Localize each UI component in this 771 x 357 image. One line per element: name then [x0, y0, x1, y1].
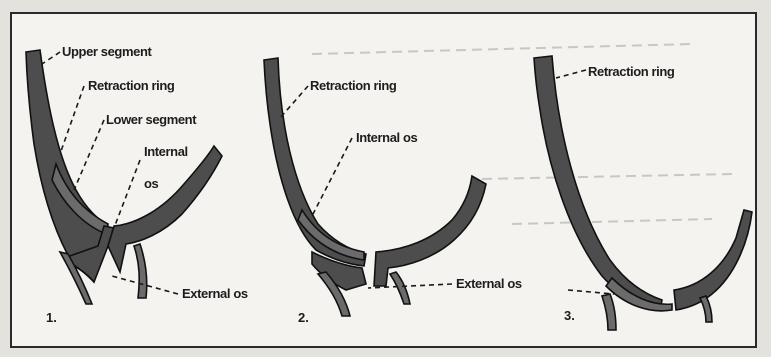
- figure-3: Retraction ring 3.: [534, 56, 752, 330]
- cervical-effacement-diagram: Upper segment Retraction ring Lower segm…: [12, 14, 757, 348]
- vaginal-wall-right: [700, 296, 712, 322]
- leader-upper-segment: [42, 52, 60, 64]
- figure-number-1: 1.: [46, 310, 57, 325]
- right-uterine-wall: [374, 176, 486, 286]
- label-internal-os: Internal os: [356, 130, 418, 145]
- leader-lower-segment: [74, 120, 104, 190]
- leader-retraction-ring: [556, 70, 586, 78]
- figure-number-3: 3.: [564, 308, 575, 323]
- label-internal-os-line1: Internal: [144, 144, 188, 159]
- label-upper-segment: Upper segment: [62, 44, 153, 59]
- vaginal-wall-right: [134, 244, 147, 298]
- leader-retraction-ring: [60, 86, 84, 154]
- label-external-os: External os: [182, 286, 248, 301]
- figure-2: Retraction ring Internal os External os …: [264, 58, 522, 325]
- label-external-os: External os: [456, 276, 522, 291]
- label-retraction-ring: Retraction ring: [588, 64, 675, 79]
- label-retraction-ring: Retraction ring: [310, 78, 397, 93]
- bleed-through-line: [512, 219, 712, 224]
- label-retraction-ring: Retraction ring: [88, 78, 175, 93]
- right-uterine-wall: [674, 210, 752, 310]
- figure-frame: Upper segment Retraction ring Lower segm…: [10, 12, 757, 348]
- leader-external-os-3: [568, 290, 614, 294]
- leader-retraction-ring: [280, 86, 308, 118]
- leader-internal-os: [114, 160, 140, 228]
- vaginal-wall-right: [390, 272, 410, 304]
- figure-number-2: 2.: [298, 310, 309, 325]
- vaginal-wall-left: [602, 294, 616, 330]
- right-uterine-wall: [108, 146, 222, 272]
- label-lower-segment: Lower segment: [106, 112, 197, 127]
- left-uterine-wall: [534, 56, 662, 310]
- figure-1: Upper segment Retraction ring Lower segm…: [26, 44, 248, 325]
- label-internal-os-line2: os: [144, 176, 159, 191]
- leader-internal-os: [312, 138, 352, 216]
- bleed-through-line: [482, 174, 732, 179]
- bleed-through-line: [312, 44, 692, 54]
